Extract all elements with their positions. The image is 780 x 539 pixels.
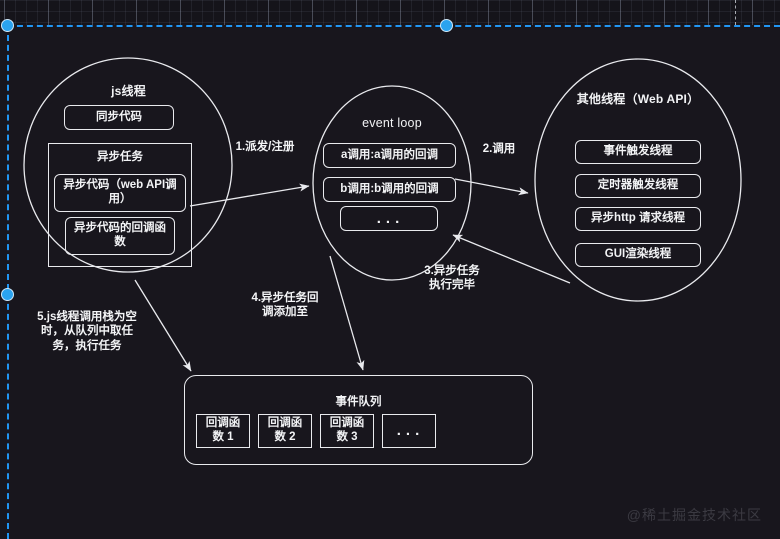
arrow-label-step2: 2.调用 (482, 143, 516, 155)
canvas-grid-ruler (0, 0, 780, 25)
js-thread-circle (23, 57, 233, 273)
arrow-step3 (452, 234, 571, 284)
async-callback-pill[interactable]: 异步代码的回调函数 (65, 217, 175, 255)
arrow-label-step3: 3.异步任务 执行完毕 (424, 265, 480, 292)
event-loop-circle (312, 85, 472, 281)
other-thread-item-http[interactable]: 异步http 请求线程 (575, 207, 701, 231)
arrow-label-step5: 5.js线程调用栈为空 时，从队列中取任 务，执行任务 (37, 311, 137, 352)
event-loop-item-a[interactable]: a调用:a调用的回调 (323, 143, 456, 168)
arrow-step4 (329, 255, 365, 371)
other-threads-circle (534, 58, 742, 302)
watermark: @稀土掘金技术社区 (626, 507, 762, 523)
async-code-pill[interactable]: 异步代码（web API调用） (54, 174, 186, 212)
arrow-step5 (134, 279, 192, 372)
event-queue-item-3[interactable]: 回调函数 3 (320, 414, 374, 448)
event-queue-item-2[interactable]: 回调函数 2 (258, 414, 312, 448)
selection-handle-middle-left[interactable] (1, 288, 14, 301)
event-loop-item-more[interactable]: ... (340, 206, 438, 231)
arrow-step2 (454, 178, 529, 196)
other-thread-item-gui[interactable]: GUI渲染线程 (575, 243, 701, 267)
arrow-label-step4: 4.异步任务回 调添加至 (251, 292, 319, 319)
other-thread-item-timer[interactable]: 定时器触发线程 (575, 174, 701, 198)
selection-handle-top-middle[interactable] (440, 19, 453, 32)
js-thread-title: js线程 (111, 84, 146, 98)
event-queue-title: 事件队列 (335, 396, 382, 408)
async-task-box (48, 143, 192, 267)
arrow-label-step1: 1.派发/注册 (235, 141, 295, 153)
async-task-title: 异步任务 (97, 151, 143, 163)
event-loop-item-b[interactable]: b调用:b调用的回调 (323, 177, 456, 202)
event-queue-item-more[interactable]: ... (382, 414, 436, 448)
grid-guide-line (735, 0, 736, 25)
selection-handle-top-left[interactable] (1, 19, 14, 32)
other-thread-item-event[interactable]: 事件触发线程 (575, 140, 701, 164)
sync-code-pill[interactable]: 同步代码 (64, 105, 174, 130)
event-queue-box (184, 375, 533, 465)
event-loop-title: event loop (362, 116, 422, 130)
arrow-step1 (189, 183, 310, 207)
other-threads-title: 其他线程（Web API） (576, 92, 700, 106)
event-queue-item-1[interactable]: 回调函数 1 (196, 414, 250, 448)
